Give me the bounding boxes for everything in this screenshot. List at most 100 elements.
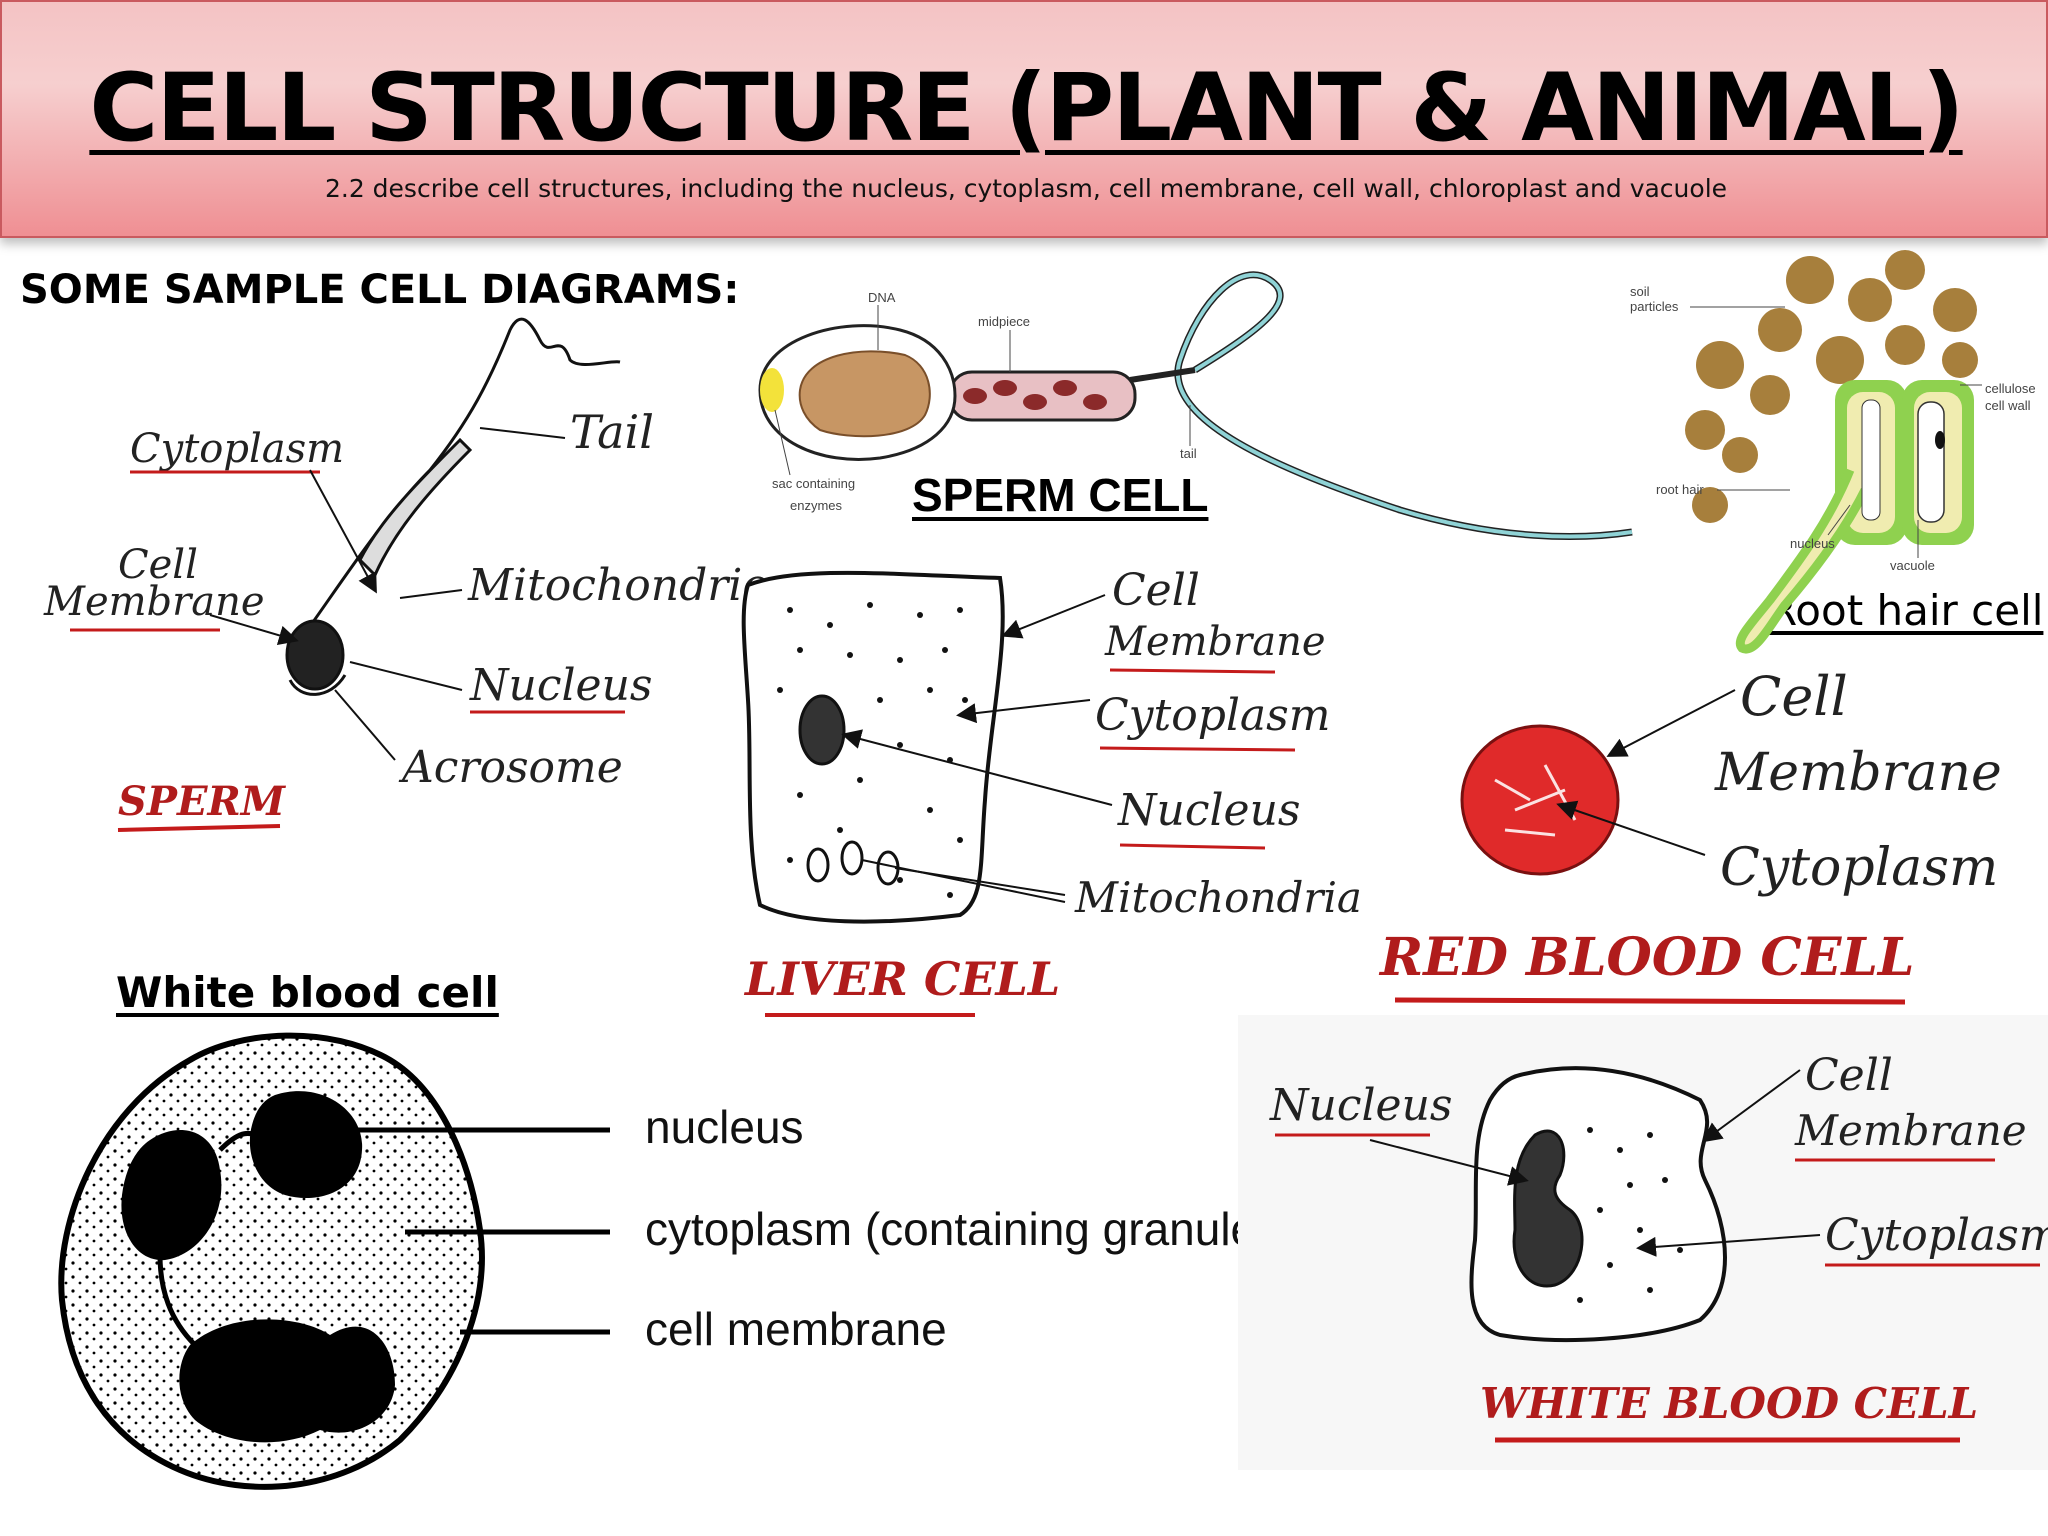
sperm-cell-tail [1174, 271, 1633, 540]
red-underline [1119, 843, 1266, 850]
liver-cell-title: LIVER CELL [743, 952, 1060, 1006]
rbc-cytoplasm-label: Cytoplasm [1720, 838, 1998, 898]
liver-membrane-label: Membrane [1104, 619, 1326, 665]
leader-line [774, 409, 791, 476]
liver-mitochondrion [806, 847, 830, 883]
sperm-acrosome [288, 674, 347, 696]
root-hair-diagram: soil particles cellulose cell wall root … [1630, 250, 2036, 654]
title-banner: CELL STRUCTURE (PLANT & ANIMAL) 2.2 desc… [0, 0, 2048, 238]
mitochondrion-dot [963, 388, 987, 404]
leader-line [861, 859, 1066, 903]
leader-line [956, 699, 1091, 724]
leader-line [1556, 800, 1706, 856]
red-underline [117, 824, 281, 832]
acrosome-sac [760, 368, 784, 412]
white-blood-cell-caption: White blood cell [116, 968, 499, 1017]
leader-line [1827, 504, 1851, 536]
cellulose-label-line2: cell wall [1985, 398, 2031, 413]
leader-line [1369, 1139, 1529, 1186]
red-underline [1394, 997, 1906, 1005]
mitochondrion-dot [1023, 394, 1047, 410]
leader-line [1001, 594, 1106, 639]
liver-cytoplasm-label: Cytoplasm [1095, 690, 1330, 741]
leader-line [1636, 1234, 1821, 1257]
root-hair-label: root hair [1656, 482, 1704, 497]
tail-label: tail [1180, 446, 1197, 461]
sperm-cell-diagram: DNA midpiece sac containing enzymes tail [758, 271, 1633, 540]
page-subtitle: 2.2 describe cell structures, including … [324, 174, 1728, 203]
soil-particles [1685, 250, 1978, 523]
liver-cell-label: Cell [1112, 565, 1200, 616]
wbc-sketch-cell-label: Cell [1805, 1050, 1893, 1101]
leader-line [209, 614, 299, 646]
sperm-cell-caption: SPERM CELL [912, 469, 1209, 521]
leader-line [334, 689, 396, 761]
liver-cytoplasm-dots [777, 602, 968, 898]
section-heading: SOME SAMPLE CELL DIAGRAMS: [20, 267, 740, 313]
red-blood-cell-sketch: Cell Membrane Cytoplasm RED BLOOD CELL [1378, 665, 2002, 1005]
sperm-nucleus [285, 619, 345, 691]
white-blood-cell-diagram: nucleus cytoplasm (containing granules) … [58, 1032, 1294, 1490]
wbc-nucleus-lobe [121, 1130, 222, 1261]
vacuole [1917, 401, 1945, 523]
leader-line [841, 729, 1113, 806]
rbc-membrane-label: Membrane [1714, 743, 2002, 803]
wbc-sketch-title: WHITE BLOOD CELL [1480, 1379, 1978, 1428]
nucleus-connector [157, 1130, 267, 1347]
root-nucleus [1935, 431, 1945, 449]
rbc-cell-label: Cell [1740, 665, 1848, 728]
liver-mitochondrion [840, 840, 864, 876]
vacuole-label: vacuole [1890, 558, 1935, 573]
sperm-nucleus-label: Nucleus [469, 660, 653, 711]
root-hair-extension [1735, 468, 1870, 654]
sperm-midpiece [358, 437, 473, 578]
liver-mitochondria-label: Mitochondria [1074, 873, 1362, 922]
wbc-membrane-label: cell membrane [645, 1303, 947, 1355]
soil-label-line1: soil [1630, 284, 1650, 299]
leader-line [1701, 1069, 1801, 1143]
soil-label-line2: particles [1630, 299, 1679, 314]
vacuole [1861, 399, 1881, 521]
liver-nucleus-label: Nucleus [1117, 785, 1301, 836]
leader-line [1606, 689, 1736, 757]
mitochondrion-dot [993, 380, 1017, 396]
sperm-cell-tail-fill [1175, 272, 1633, 539]
wbc-sketch-nucleus-label: Nucleus [1269, 1080, 1453, 1131]
liver-cell-membrane [741, 570, 1005, 924]
wbc-nucleus-lobe [249, 1091, 363, 1198]
sperm-acrosome-label: Acrosome [398, 742, 623, 793]
sperm-membrane-label: Membrane [43, 579, 265, 625]
sperm-mitochondrion-label: Mitochondrion [467, 560, 797, 611]
wbc-sketch-nucleus [1512, 1129, 1584, 1288]
rbc-highlight [1494, 764, 1577, 837]
rbc-title: RED BLOOD CELL [1378, 927, 1915, 988]
sac-label-line1: sac containing [772, 476, 855, 491]
leader-line [349, 661, 463, 691]
page-title: CELL STRUCTURE (PLANT & ANIMAL) [89, 54, 1964, 163]
wbc-sketch-cytoplasm-label: Cytoplasm [1825, 1210, 2048, 1261]
root-hair-caption: Root hair cell [1768, 586, 2044, 635]
midpiece-label: midpiece [978, 314, 1030, 329]
sperm-sketch-title: SPERM [118, 778, 287, 825]
sac-label-line2: enzymes [790, 498, 843, 513]
dna-label: DNA [868, 290, 896, 305]
wbc-nucleus-lobe [179, 1319, 395, 1443]
sperm-cytoplasm-label: Cytoplasm [130, 426, 344, 472]
wbc-sketch-membrane-label: Membrane [1794, 1106, 2027, 1155]
leader-line [479, 427, 566, 439]
sperm-dna [798, 350, 931, 438]
white-blood-cell-sketch: Nucleus Cell Membrane Cytoplasm WHITE BL… [1238, 1015, 2048, 1470]
liver-nucleus [798, 694, 846, 766]
red-underline [1099, 746, 1296, 752]
mitochondrion-dot [1053, 380, 1077, 396]
sperm-cell-label: Cell [118, 542, 198, 588]
wbc-nucleus-label: nucleus [645, 1101, 804, 1153]
wbc-sketch-granules [1577, 1127, 1683, 1303]
tail-join [1129, 367, 1196, 383]
leader-line [399, 589, 463, 599]
sperm-tail-label: Tail [570, 405, 654, 459]
leader-line [309, 469, 377, 594]
mitochondrion-dot [1083, 394, 1107, 410]
root-nucleus-label: nucleus [1790, 536, 1835, 551]
